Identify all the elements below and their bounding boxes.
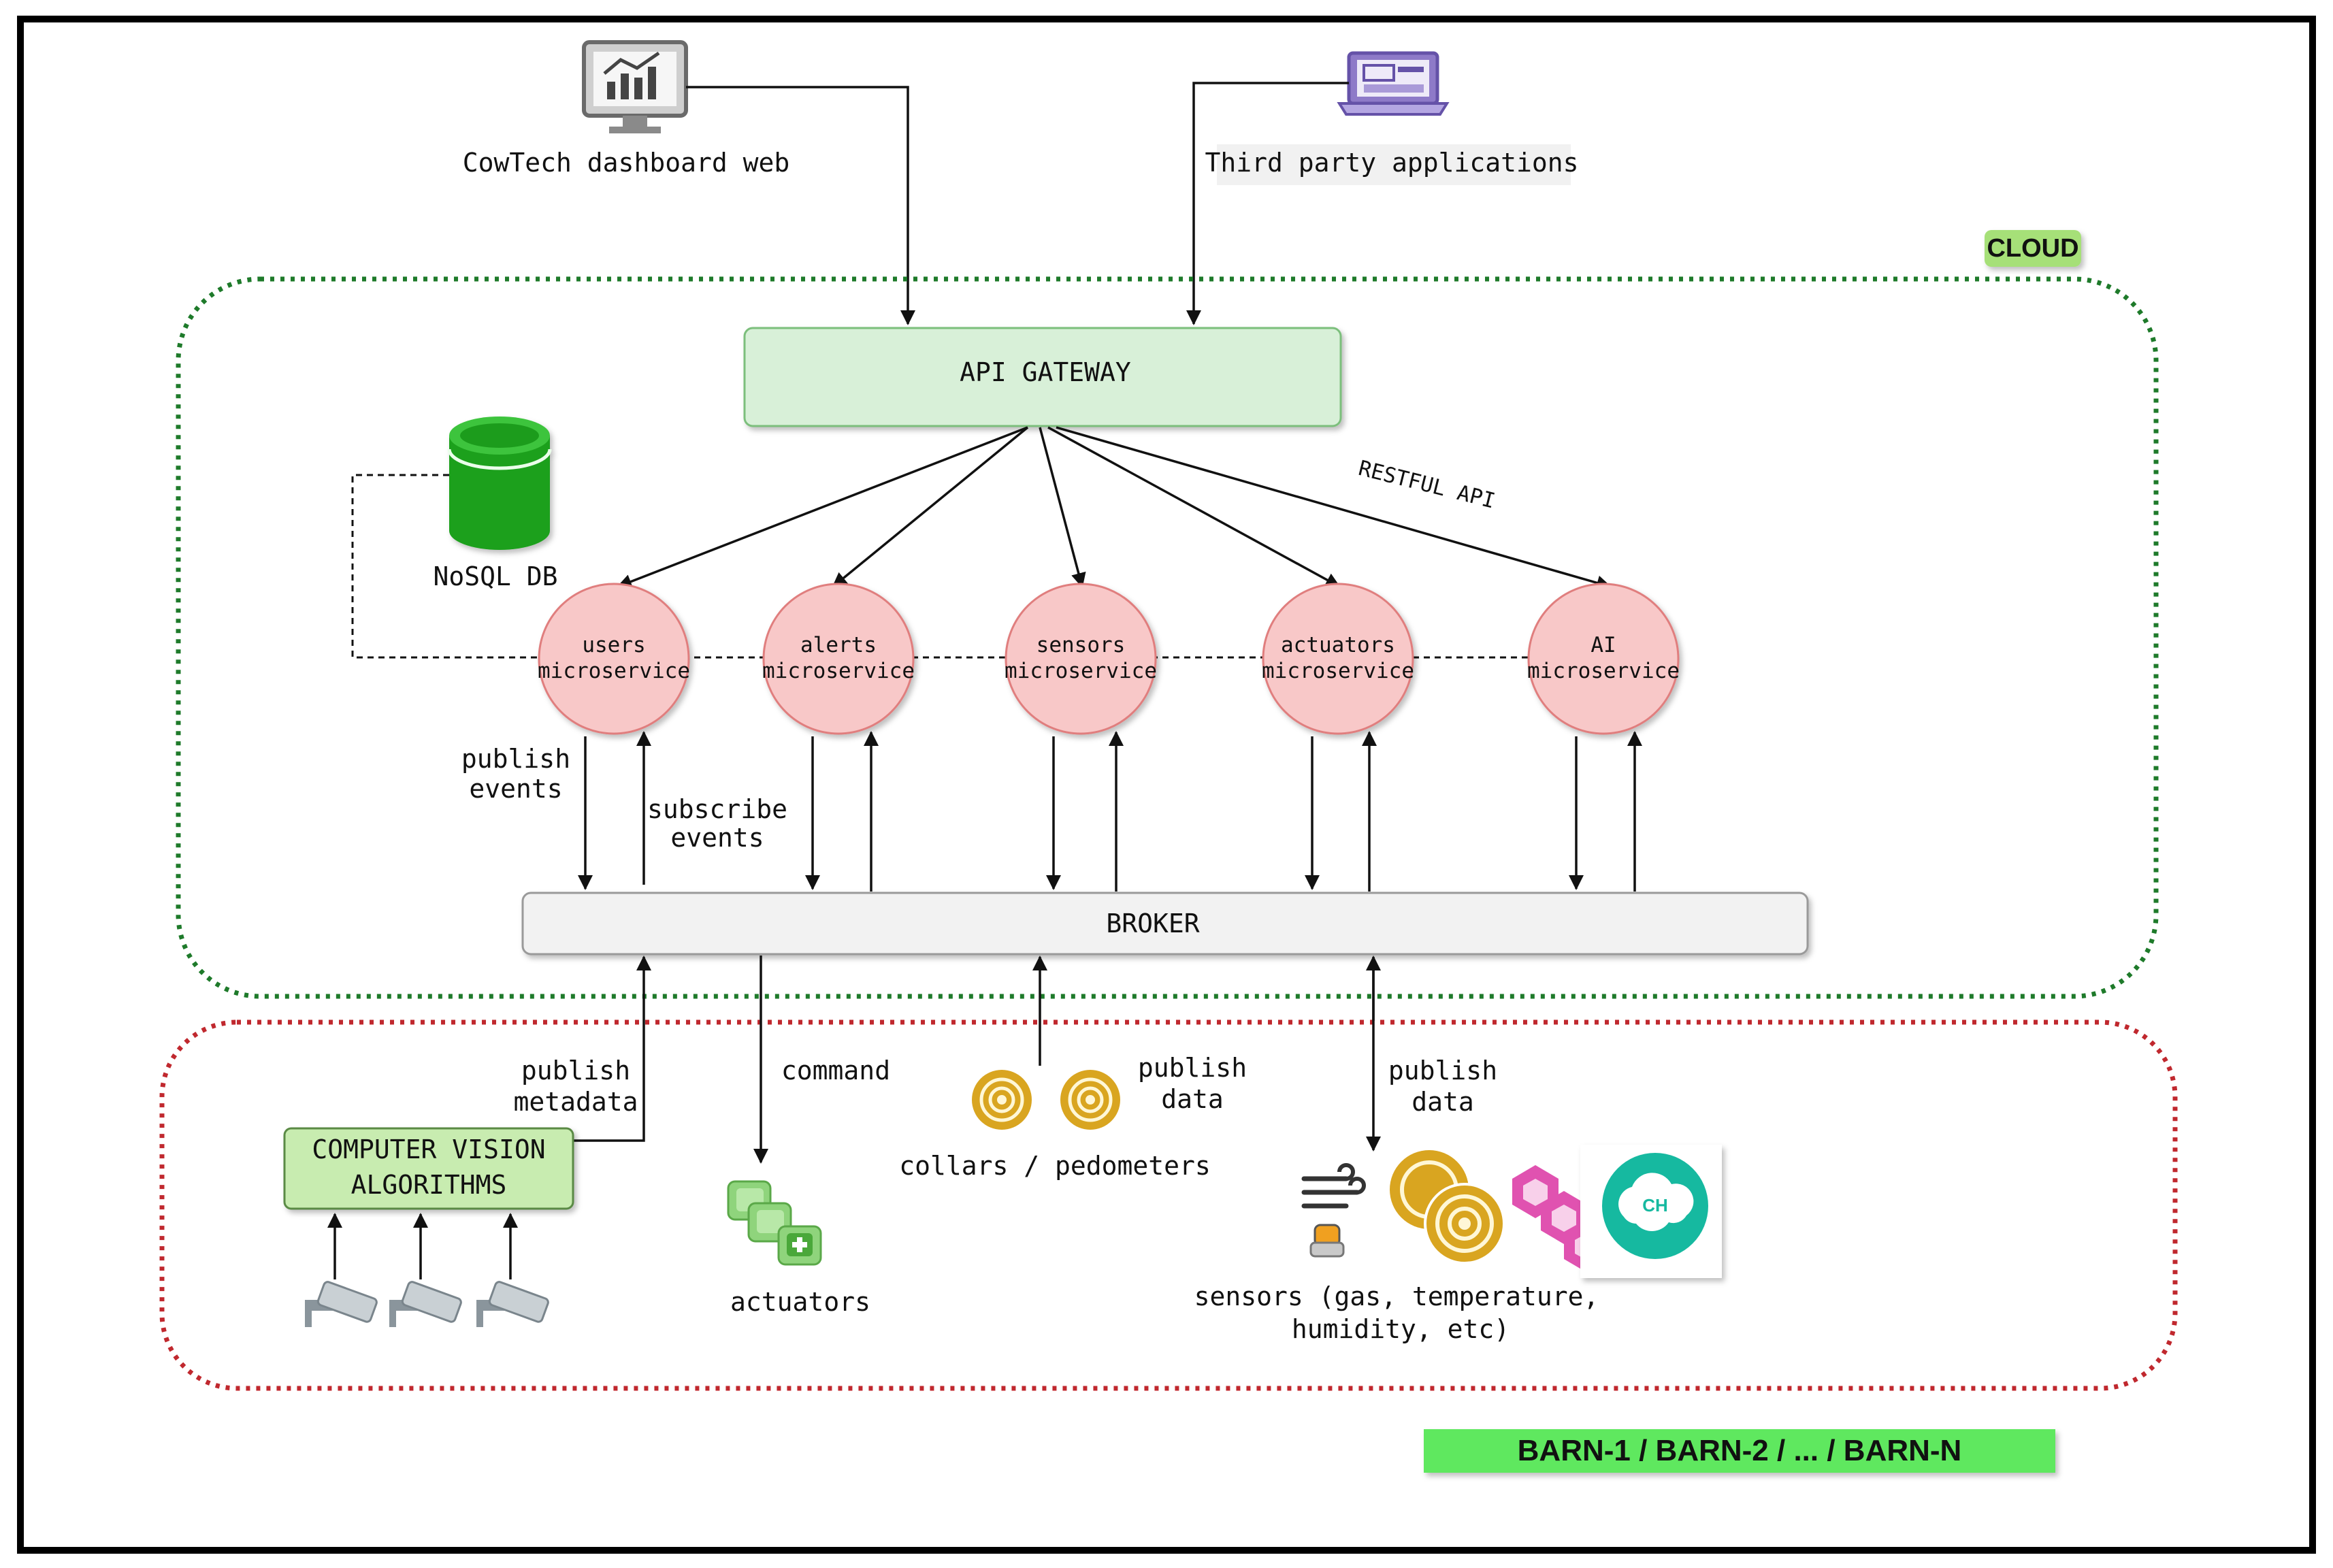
gateway-arrows: [617, 426, 1612, 591]
publish-data-sensors-line2: data: [1412, 1087, 1474, 1117]
nosql-label: NoSQL DB: [433, 561, 557, 591]
publish-events-line1: publish: [461, 744, 570, 774]
collars-label: collars / pedometers: [899, 1151, 1211, 1181]
camera-icon: [389, 1281, 462, 1327]
command-label: command: [781, 1056, 890, 1085]
db-dashed-link: [351, 474, 1553, 659]
microservice-actuators-suffix: microservice: [1262, 659, 1414, 683]
third-party-to-gateway-arrow: [1186, 82, 1349, 325]
actuators-label: actuators: [730, 1287, 870, 1317]
subscribe-events-line1: subscribe: [647, 794, 787, 824]
restful-api-label: RESTFUL API: [1356, 456, 1497, 514]
microservice-ai-name: AI: [1590, 633, 1616, 657]
publish-metadata-line2: metadata: [513, 1087, 638, 1117]
publish-data-sensors-line1: publish: [1388, 1056, 1497, 1085]
microservice-sensors-suffix: microservice: [1005, 659, 1157, 683]
cowhub-logo-text: CH: [1642, 1195, 1668, 1215]
microservice-ai-suffix: microservice: [1527, 659, 1680, 683]
publish-subscribe-arrows: [578, 731, 1642, 892]
barn-tag: [1424, 1429, 2055, 1473]
third-party-label: Third party applications: [1205, 148, 1578, 178]
broker-label: BROKER: [1106, 909, 1199, 938]
sensors-label-line2: humidity, etc): [1292, 1314, 1510, 1344]
microservice-users-name: users: [582, 633, 645, 657]
cv-to-broker-arrow: [573, 956, 651, 1142]
cv-box-line2: ALGORITHMS: [351, 1170, 507, 1200]
microservice-actuators-name: actuators: [1281, 633, 1395, 657]
cloud-tag-label: CLOUD: [1987, 234, 2078, 263]
collar-icon: [1060, 1070, 1120, 1130]
computer-vision-box: [283, 1127, 574, 1210]
temperature-sensor-icon: [1390, 1150, 1505, 1264]
dashboard-monitor-icon: [582, 40, 688, 133]
microservice-users-suffix: microservice: [538, 659, 690, 683]
gas-sensor-icon: [1301, 1163, 1366, 1258]
microservice-actuators: [1262, 583, 1414, 735]
publish-data-collars-line1: publish: [1138, 1053, 1247, 1083]
humidity-sensor-icon: [1512, 1165, 1610, 1273]
dashboard-to-gateway-arrow: [686, 86, 915, 325]
database-icon: [447, 416, 552, 550]
microservice-sensors-name: sensors: [1037, 633, 1126, 657]
barn-zone: [159, 1019, 2178, 1391]
camera-icon: [305, 1281, 378, 1327]
microservice-sensors: [1005, 583, 1157, 735]
dashboard-label: CowTech dashboard web: [463, 148, 789, 178]
api-gateway: [743, 327, 1342, 427]
cloud-tag: [1985, 230, 2081, 267]
microservice-alerts-suffix: microservice: [762, 659, 915, 683]
collar-icon: [972, 1070, 1032, 1130]
microservice-users: [538, 583, 690, 735]
broker: [521, 892, 1809, 956]
publish-events-line2: events: [469, 774, 562, 804]
microservice-alerts-name: alerts: [800, 633, 877, 657]
camera-icon: [476, 1281, 549, 1327]
barn-tag-label: BARN-1 / BARN-2 / ... / BARN-N: [1518, 1434, 1962, 1467]
publish-data-collars-line2: data: [1161, 1084, 1224, 1114]
cowhub-logo-icon: CH: [1580, 1145, 1722, 1278]
camera-arrows: [327, 1213, 518, 1279]
subscribe-events-line2: events: [670, 823, 764, 853]
publish-metadata-line1: publish: [521, 1056, 630, 1085]
microservice-ai: [1527, 583, 1680, 735]
sensors-label-line1: sensors (gas, temperature,: [1194, 1281, 1599, 1311]
cv-box-line1: COMPUTER VISION: [312, 1134, 545, 1164]
outer-frame: [17, 16, 2316, 1554]
third-party-laptop-icon: [1337, 51, 1450, 116]
actuators-icon: [727, 1180, 822, 1266]
api-gateway-label: API GATEWAY: [960, 357, 1131, 387]
microservice-alerts: [762, 583, 915, 735]
third-party-label-bg: [1217, 144, 1571, 185]
